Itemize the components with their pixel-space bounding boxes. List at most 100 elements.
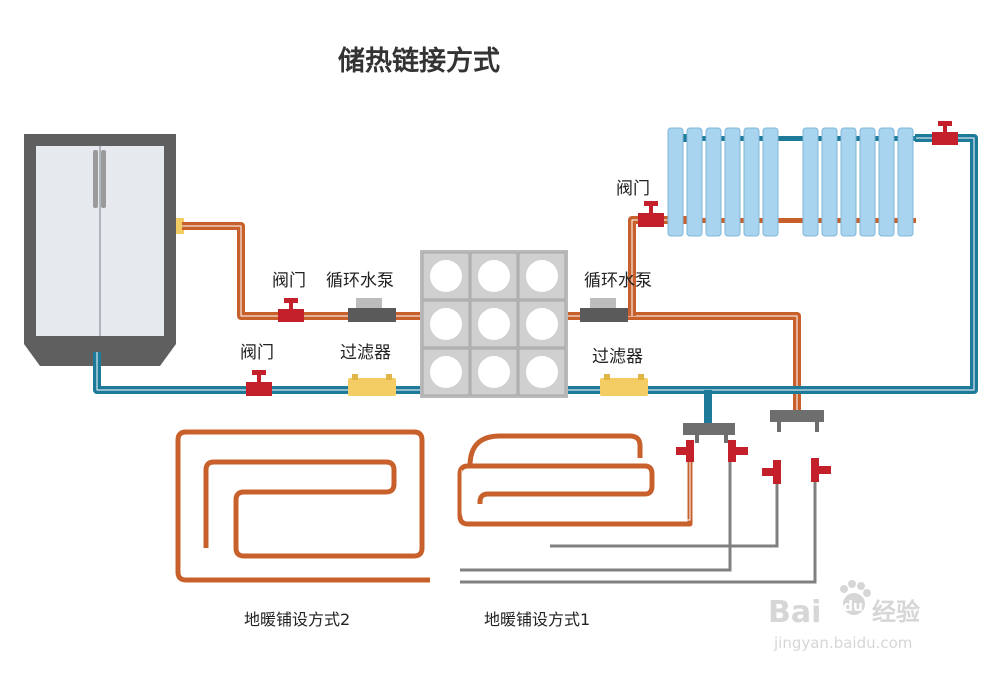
watermark-brand: Bai: [768, 595, 821, 630]
watermark-du: du: [843, 599, 863, 615]
valve-handle: [762, 468, 773, 476]
hot-pipe-left-highlight: [182, 225, 420, 317]
radiator-fin: [762, 127, 779, 237]
manifold-valve: [811, 458, 831, 482]
valve-handle: [819, 466, 831, 474]
valve-body: [246, 382, 272, 396]
heat-source-outlet-fitting: [176, 218, 184, 234]
pump-body: [348, 308, 396, 322]
floor-heating-gray-lines: [460, 462, 817, 584]
valve-supply-left: [278, 298, 304, 322]
manifold-2: [770, 410, 824, 432]
pump-body: [580, 308, 628, 322]
manifold-1: [683, 423, 735, 443]
heat-source-handle-right: [101, 150, 106, 208]
manifold-valve: [676, 440, 694, 462]
manifold-valve: [728, 440, 748, 462]
radiator-bottom-header: [668, 218, 916, 223]
floor-coil-method-1: [457, 462, 693, 527]
radiator-fins-right: [802, 127, 914, 237]
manifold-valve: [762, 460, 781, 484]
floor-heating-coils: [175, 429, 693, 583]
valve-body: [811, 458, 819, 482]
filter-cap: [604, 374, 610, 380]
tank-port: [526, 308, 558, 340]
valve-body: [686, 440, 694, 462]
filter-cap: [352, 374, 358, 380]
tank-port: [430, 260, 462, 292]
valve-handle: [676, 447, 686, 455]
valve-handle: [938, 121, 952, 126]
radiator-fin: [724, 127, 741, 237]
radiator-top-header: [668, 136, 916, 141]
label-pump-right: 循环水泵: [584, 271, 652, 291]
valve-body: [278, 309, 304, 322]
watermark-url: jingyan.baidu.com: [773, 634, 912, 652]
radiator-fin: [667, 127, 684, 237]
label-filter-right: 过滤器: [592, 347, 643, 367]
valve-handle: [284, 298, 298, 303]
filter-right: [600, 374, 648, 396]
tank-port: [478, 308, 510, 340]
radiator: [667, 127, 916, 237]
label-valve-return: 阀门: [240, 343, 274, 363]
tank-port: [526, 260, 558, 292]
filter-left: [348, 374, 396, 396]
heat-source-handle-left: [93, 150, 98, 208]
valve-handle: [736, 447, 748, 455]
manifold-bar: [683, 423, 735, 435]
valve-radiator-inlet: [638, 201, 664, 227]
caption-floor-method-2: 地暖铺设方式2: [244, 610, 350, 629]
manifold-stub: [695, 435, 699, 443]
valve-radiator-outlet: [932, 121, 958, 145]
heat-source-unit: [24, 134, 184, 366]
diagram-title: 储热链接方式: [338, 45, 500, 77]
valve-return-left: [246, 370, 272, 396]
filter-cap: [386, 374, 392, 380]
manifold-valves: [676, 440, 831, 484]
circulation-pump-left: [348, 298, 396, 322]
radiator-fin: [686, 127, 703, 237]
paw-icon: [840, 580, 871, 615]
radiator-fins-left: [667, 127, 779, 237]
heat-storage-tank: [420, 250, 568, 398]
floor-coil-method-2: [175, 429, 425, 583]
hot-pipe-right-main-highlight: [568, 315, 798, 412]
tank-port: [526, 356, 558, 388]
tank-port: [430, 356, 462, 388]
caption-floor-method-1: 地暖铺设方式1: [484, 610, 590, 629]
manifold-bar: [770, 410, 824, 422]
gray-line-loop1-return: [550, 484, 779, 548]
radiator-fin: [859, 127, 876, 237]
radiator-fin: [878, 127, 895, 237]
filter-body: [600, 378, 648, 396]
filter-cap: [638, 374, 644, 380]
tank-port: [478, 260, 510, 292]
cold-pipe-left-highlight: [96, 352, 420, 391]
label-valve-radiator: 阀门: [616, 179, 650, 199]
radiator-fin: [705, 127, 722, 237]
pump-motor: [356, 298, 382, 308]
tank-port: [430, 308, 462, 340]
radiator-fin: [743, 127, 760, 237]
label-valve-supply: 阀门: [272, 271, 306, 291]
radiator-fin: [840, 127, 857, 237]
manifold-stub: [724, 435, 728, 443]
valve-stem: [943, 126, 947, 132]
gray-line-loop2-return: [460, 462, 732, 572]
radiator-fin: [802, 127, 819, 237]
valve-handle: [644, 201, 658, 206]
pump-motor: [590, 298, 616, 308]
manifold-stub: [815, 422, 819, 432]
tank-ports: [430, 260, 558, 388]
label-filter-left: 过滤器: [340, 343, 391, 363]
baidu-watermark: Bai du 经验 jingyan.baidu.com: [768, 580, 920, 652]
manifold-stub: [777, 422, 781, 432]
radiator-fin: [897, 127, 914, 237]
valve-body: [638, 213, 664, 227]
filter-body: [348, 378, 396, 396]
floor-coil-method-1-highlight: [461, 462, 691, 521]
tank-port: [478, 356, 510, 388]
